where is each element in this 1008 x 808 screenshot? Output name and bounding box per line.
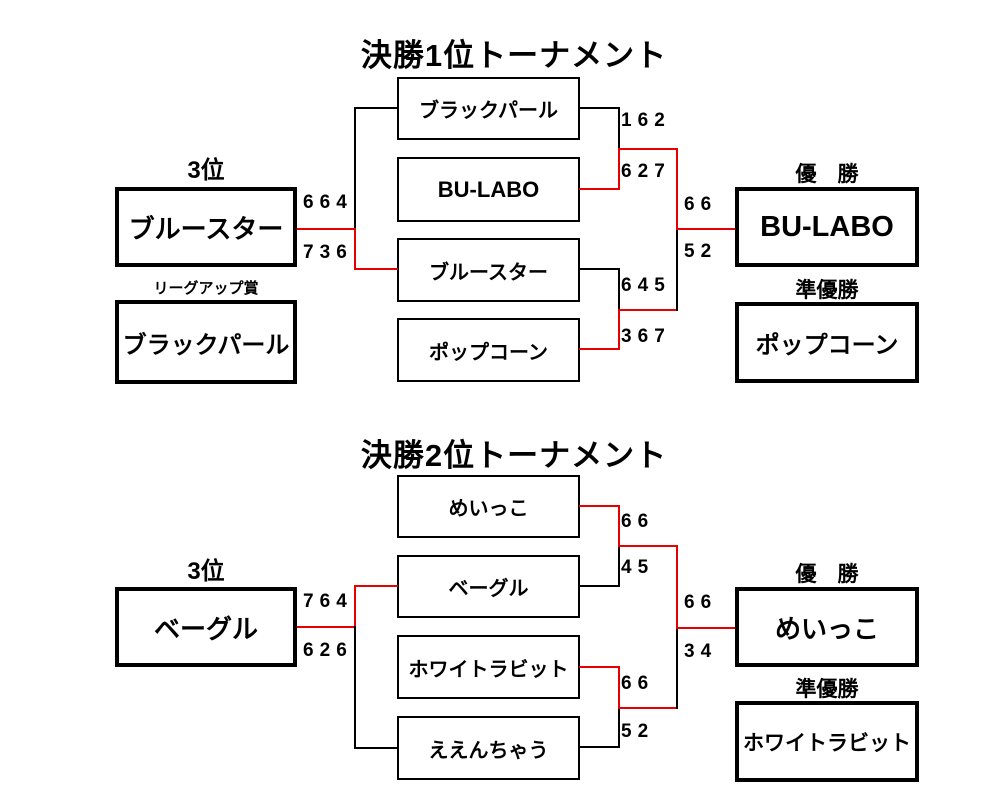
final-score-bottom: 52	[684, 241, 718, 262]
final-score-bottom: 34	[684, 641, 718, 662]
sf2-score-top: 66	[621, 673, 655, 694]
sf2-score-bottom: 367	[621, 326, 671, 347]
sf1-score-bottom: 627	[621, 161, 671, 182]
entrant-box: ベーグル	[397, 555, 580, 618]
runner-up-label: 準優勝	[795, 279, 859, 302]
sf2-score-top: 645	[621, 275, 671, 296]
connector-line	[618, 707, 620, 748]
runner-up-box: ポップコーン	[735, 302, 919, 383]
third-place-box: ベーグル	[115, 587, 297, 667]
entrant-box: めいっこ	[397, 475, 580, 538]
connector-line	[354, 107, 356, 230]
bracket1-title: 決勝1位トーナメント	[360, 38, 668, 73]
third-place-label: 3位	[187, 558, 225, 585]
connector-line	[676, 627, 678, 709]
runner-up-label: 準優勝	[795, 678, 859, 701]
winner-line	[354, 585, 356, 628]
connector-line	[618, 107, 620, 150]
winner-line	[579, 188, 620, 190]
league-up-box: ブラックパール	[115, 300, 297, 384]
connector-line	[579, 268, 620, 270]
champion-label: 優 勝	[795, 563, 859, 586]
winner-line	[618, 148, 620, 190]
winner-line	[676, 228, 735, 230]
connector-line	[579, 107, 620, 109]
connector-line	[618, 268, 620, 311]
sf1-score-top: 66	[621, 511, 655, 532]
entrant-box: ええんちゃう	[397, 716, 580, 780]
entrant-box: ポップコーン	[397, 318, 580, 382]
sf2-score-bottom: 52	[621, 721, 655, 742]
third-place-score-top: 664	[303, 192, 353, 213]
league-up-label: リーグアップ賞	[153, 280, 259, 297]
winner-line	[297, 228, 355, 230]
winner-line	[618, 505, 620, 547]
winner-line	[354, 228, 356, 270]
winner-line	[355, 585, 398, 587]
champion-box: BU-LABO	[735, 187, 919, 267]
runner-up-box: ホワイトラビット	[735, 701, 919, 782]
winner-line	[579, 505, 620, 507]
winner-line	[618, 545, 678, 547]
connector-line	[676, 228, 678, 311]
final-score-top: 66	[684, 194, 718, 215]
connector-line	[618, 545, 620, 587]
third-place-score-top: 764	[303, 591, 353, 612]
entrant-box: ブルースター	[397, 238, 580, 302]
sf1-score-top: 162	[621, 110, 671, 131]
winner-line	[355, 268, 398, 270]
connector-line	[579, 585, 620, 587]
winner-line	[618, 148, 678, 150]
winner-line	[618, 666, 620, 709]
entrant-box: ブラックパール	[397, 77, 580, 140]
winner-line	[618, 707, 678, 709]
connector-line	[579, 746, 620, 748]
entrant-box: ホワイトラビット	[397, 635, 580, 699]
winner-line	[618, 309, 620, 350]
winner-line	[579, 348, 620, 350]
third-place-score-bottom: 736	[303, 242, 353, 263]
winner-line	[676, 148, 678, 230]
winner-line	[579, 666, 620, 668]
winner-line	[297, 626, 355, 628]
connector-line	[355, 107, 398, 109]
entrant-box: BU-LABO	[397, 157, 580, 222]
final-score-top: 66	[684, 592, 718, 613]
winner-line	[676, 627, 735, 629]
bracket2-title: 決勝2位トーナメント	[360, 438, 668, 473]
connector-line	[354, 626, 356, 749]
champion-box: めいっこ	[735, 587, 919, 667]
third-place-box: ブルースター	[115, 187, 297, 267]
connector-line	[355, 747, 398, 749]
sf1-score-bottom: 45	[621, 557, 655, 578]
winner-line	[618, 309, 678, 311]
winner-line	[676, 545, 678, 629]
third-place-score-bottom: 626	[303, 640, 353, 661]
champion-label: 優 勝	[795, 163, 859, 186]
third-place-label: 3位	[187, 157, 225, 184]
